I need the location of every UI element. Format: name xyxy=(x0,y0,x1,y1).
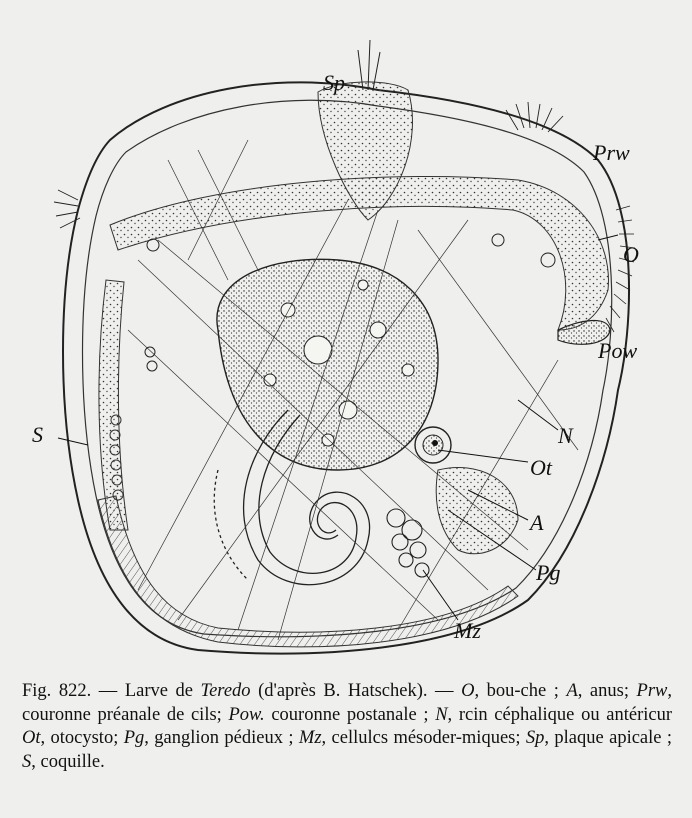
caption-desc-ot: , otocysto; xyxy=(41,728,124,748)
caption-key-prw: Prw xyxy=(637,681,668,701)
label-mz: Mz xyxy=(453,618,481,643)
caption-desc-o: , bou-che ; xyxy=(474,681,566,701)
label-pg: Pg xyxy=(535,560,560,585)
left-shell-column xyxy=(99,280,128,530)
figure-caption: Fig. 822. — Larve de Teredo (d'après B. … xyxy=(22,680,672,774)
caption-key-ot: Ot xyxy=(22,728,41,748)
label-ot: Ot xyxy=(530,455,553,480)
label-prw: Prw xyxy=(592,140,630,165)
label-a: A xyxy=(528,510,544,535)
caption-desc-pg: , ganglion pédieux ; xyxy=(144,728,299,748)
label-pow: Pow xyxy=(597,338,637,363)
caption-desc-mz: , cellulcs mésoder-miques; xyxy=(322,728,526,748)
label-n: N xyxy=(557,423,574,448)
larva-illustration: Sp Prw O Pow N Ot A Pg Mz S xyxy=(18,30,680,680)
caption-title-a: — Larve de xyxy=(91,681,200,701)
caption-desc-a: , anus; xyxy=(578,681,637,701)
caption-desc-s: , coquille. xyxy=(31,752,104,772)
label-s: S xyxy=(32,422,43,447)
caption-key-n: N xyxy=(435,705,447,725)
caption-key-sp: Sp xyxy=(526,728,545,748)
caption-genus: Teredo xyxy=(201,681,251,701)
caption-key-s: S xyxy=(22,752,31,772)
caption-fig-number: Fig. 822. xyxy=(22,681,91,701)
label-o: O xyxy=(623,242,639,267)
caption-desc-sp: , plaque apicale ; xyxy=(544,728,672,748)
caption-key-a: A xyxy=(566,681,577,701)
caption-key-o: O xyxy=(461,681,474,701)
label-sp: Sp xyxy=(323,70,345,95)
caption-title-b: (d'après B. Hatschek). — xyxy=(251,681,462,701)
caption-key-pg: Pg xyxy=(124,728,145,748)
otocyst xyxy=(415,427,451,463)
mesoderm-cells xyxy=(387,509,429,577)
caption-key-mz: Mz xyxy=(299,728,322,748)
caption-desc-pow: couronne postanale ; xyxy=(265,705,436,725)
teredo-larva-figure: Sp Prw O Pow N Ot A Pg Mz S xyxy=(18,30,680,680)
caption-text: Fig. 822. — Larve de Teredo (d'après B. … xyxy=(22,680,672,774)
caption-key-pow: Pow. xyxy=(228,705,264,725)
caption-desc-n: , rcin céphalique ou antéricur xyxy=(448,705,672,725)
